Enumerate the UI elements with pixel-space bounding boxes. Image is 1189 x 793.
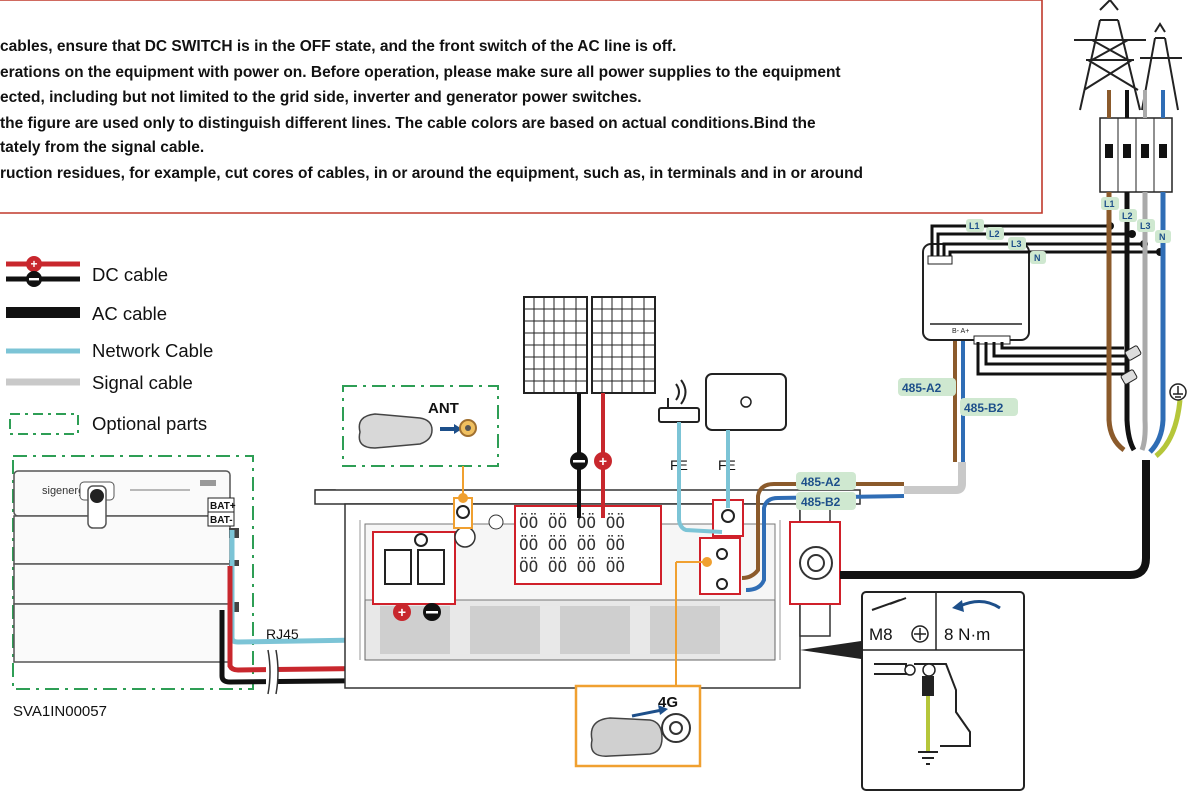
- note-line-3: ected, including but not limited to the …: [0, 89, 642, 106]
- rs485-cables: 485-A2 485-B2 485-A2 485-B2: [741, 336, 1018, 592]
- svg-text:L3: L3: [1011, 239, 1022, 249]
- note-line-4: the figure are used only to distinguish …: [0, 115, 816, 132]
- svg-text:485-B2: 485-B2: [801, 495, 841, 509]
- grounding-detail: M8 8 N·m: [800, 591, 1025, 791]
- note-line-5: tately from the signal cable.: [0, 139, 204, 156]
- inverter: + ÖÖ ÖÖ ÖÖ ÖÖ ÖÖ ÖÖ ÖÖ ÖÖ ÖÖ ÖÖ ÖÖ ÖÖ: [314, 489, 861, 689]
- legend-signal: Signal cable: [6, 372, 193, 393]
- svg-text:L1: L1: [1104, 199, 1115, 209]
- meter-port-label: B- A+: [952, 328, 969, 335]
- tag-meter-l1: L1: [966, 219, 984, 232]
- antenna-label: ANT: [428, 400, 459, 417]
- notes-box: cables, ensure that DC SWITCH is in the …: [0, 0, 1043, 214]
- svg-text:L3: L3: [1140, 221, 1151, 231]
- monitor-device: FE: [705, 373, 787, 473]
- svg-text:485-A2: 485-A2: [902, 381, 942, 395]
- svg-text:ÖÖ ÖÖ ÖÖ ÖÖ: ÖÖ ÖÖ ÖÖ ÖÖ: [519, 513, 625, 532]
- document-id: SVA1IN00057: [13, 703, 107, 720]
- tag-485-a2-meter: 485-A2: [898, 378, 956, 396]
- 4g-module-optional: 4G: [574, 557, 712, 768]
- ground-symbol-icon: [1169, 383, 1187, 401]
- svg-text:N: N: [1034, 253, 1041, 263]
- tag-grid-l3: L3: [1137, 219, 1155, 232]
- pv-connectors: ÖÖ ÖÖ ÖÖ ÖÖ ÖÖ ÖÖ ÖÖ ÖÖ ÖÖ ÖÖ ÖÖ ÖÖ: [519, 513, 625, 576]
- tag-grid-l1: L1: [1101, 197, 1119, 210]
- bolt-icon: [911, 625, 929, 643]
- solar-panel-2: [591, 296, 656, 394]
- legend-optional-label: Optional parts: [92, 413, 207, 434]
- rj45-label: RJ45: [266, 626, 299, 642]
- battery-unit: sigenergy BAT+ BAT- SVA1IN00057: [12, 455, 254, 720]
- ac-breaker: [1099, 117, 1173, 193]
- ac-main-cable: [840, 460, 1150, 579]
- note-line-2: erations on the equipment with power on.…: [0, 64, 841, 81]
- grid-side: L1 L2 L3 N: [1074, 0, 1187, 458]
- 4g-label: 4G: [658, 694, 678, 711]
- legend-dc: + DC cable: [6, 256, 168, 287]
- legend-optional: Optional parts: [9, 413, 207, 435]
- pylon-icon: [1074, 0, 1182, 111]
- svg-text:+: +: [398, 604, 406, 620]
- battery-switch-knob[interactable]: [90, 489, 104, 503]
- legend-network-label: Network Cable: [92, 340, 213, 361]
- svg-text:N: N: [1159, 232, 1166, 242]
- tag-grid-n: N: [1155, 230, 1171, 243]
- svg-text:485-A2: 485-A2: [801, 475, 841, 489]
- battery-brand: sigenergy: [42, 485, 90, 497]
- legend-ac-label: AC cable: [92, 303, 167, 324]
- legend-dc-label: DC cable: [92, 264, 168, 285]
- antenna-optional: ANT: [342, 385, 499, 503]
- tag-485-a2-inverter: 485-A2: [796, 472, 856, 490]
- legend-ac: AC cable: [6, 303, 167, 324]
- tag-grid-l2: L2: [1119, 209, 1137, 222]
- solar-panel-1: [523, 296, 588, 394]
- svg-text:L2: L2: [989, 229, 1000, 239]
- torque-value: 8 N·m: [944, 625, 990, 644]
- smart-meter: B- A+ L1 L2 L3 N: [922, 219, 1164, 376]
- legend-signal-label: Signal cable: [92, 372, 193, 393]
- bolt-size: M8: [869, 625, 893, 644]
- svg-text:ÖÖ ÖÖ ÖÖ ÖÖ: ÖÖ ÖÖ ÖÖ ÖÖ: [519, 557, 625, 576]
- svg-text:+: +: [599, 453, 607, 469]
- svg-text:+: +: [30, 257, 37, 271]
- battery-bat-minus: BAT-: [210, 515, 233, 526]
- tag-meter-n: N: [1030, 251, 1046, 264]
- tag-meter-l3: L3: [1008, 237, 1026, 250]
- battery-bat-plus: BAT+: [210, 501, 236, 512]
- legend: + DC cable AC cable Network Cable Signal…: [6, 256, 213, 435]
- note-line-1: cables, ensure that DC SWITCH is in the …: [0, 38, 676, 55]
- tag-485-b2-inverter: 485-B2: [796, 492, 856, 510]
- svg-text:L2: L2: [1122, 211, 1133, 221]
- tag-485-b2-meter: 485-B2: [960, 398, 1018, 416]
- svg-text:ÖÖ ÖÖ ÖÖ ÖÖ: ÖÖ ÖÖ ÖÖ ÖÖ: [519, 535, 625, 554]
- tag-meter-l2: L2: [986, 227, 1004, 240]
- legend-network: Network Cable: [6, 340, 213, 361]
- note-line-6: ruction residues, for example, cut cores…: [0, 165, 863, 182]
- solar-panels: +: [523, 296, 656, 518]
- svg-text:L1: L1: [969, 221, 980, 231]
- svg-text:485-B2: 485-B2: [964, 401, 1004, 415]
